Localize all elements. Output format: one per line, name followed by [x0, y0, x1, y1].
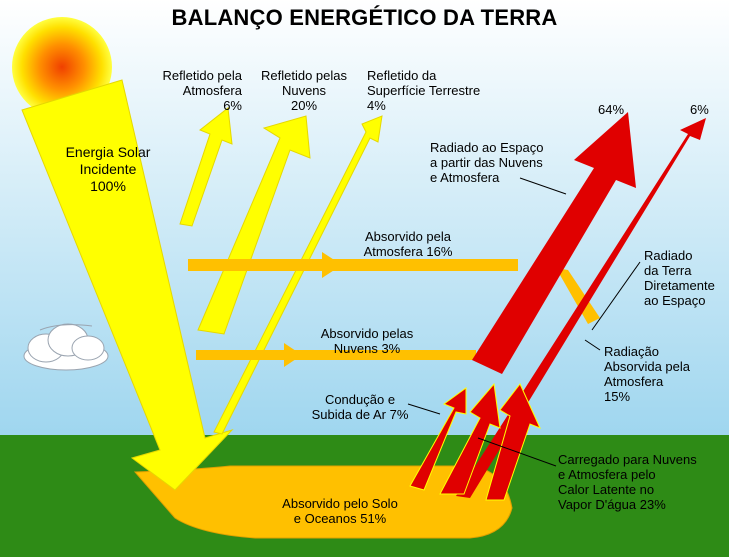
radiation-absorbed-label: Radiação Absorvida pela Atmosfera 15% [604, 344, 690, 404]
solar-incident-arrow [21, 79, 234, 491]
radiation-absorbed-band [556, 268, 600, 324]
conduction-label: Condução e Subida de Ar 7% [311, 392, 409, 422]
radiated-clouds-arrow [472, 112, 636, 374]
leader-lines [407, 177, 641, 467]
reflected-clouds-arrow [197, 115, 311, 335]
reflected-clouds-label: Refletido pelas Nuvens 20% [261, 68, 347, 113]
page-title: BALANÇO ENERGÉTICO DA TERRA [171, 5, 558, 30]
conduction-arrow [409, 387, 467, 491]
radiated-clouds-label: Radiado ao Espaço a partir das Nuvens e … [430, 140, 544, 185]
percent-64-label: 64% [598, 102, 625, 117]
absorbed-atmosphere-label: Absorvido pela Atmosfera 16% [363, 229, 453, 259]
absorbed-atmosphere-arrow [188, 252, 518, 278]
radiated-earth-label: Radiado da Terra Diretamente ao Espaço [644, 248, 715, 308]
reflected-atmosphere-arrow [179, 107, 233, 227]
reflected-atmosphere-label: Refletido pela Atmosfera 6% [162, 68, 243, 113]
solar-incident-label: Energia Solar Incidente 100% [65, 144, 151, 194]
latent-heat-label: Carregado para Nuvens e Atmosfera pelo C… [558, 452, 697, 512]
reflected-surface-label: Refletido da Superfície Terrestre 4% [367, 68, 481, 113]
absorbed-clouds-arrow [196, 343, 476, 367]
percent-6-label: 6% [690, 102, 709, 117]
absorbed-ground-label: Absorvido pelo Solo e Oceanos 51% [282, 496, 398, 526]
latent-heat-arrow-2 [485, 383, 541, 501]
absorbed-clouds-label: Absorvido pelas Nuvens 3% [320, 326, 414, 356]
cloud-icon [23, 323, 109, 371]
latent-heat-arrow-1 [439, 382, 501, 495]
